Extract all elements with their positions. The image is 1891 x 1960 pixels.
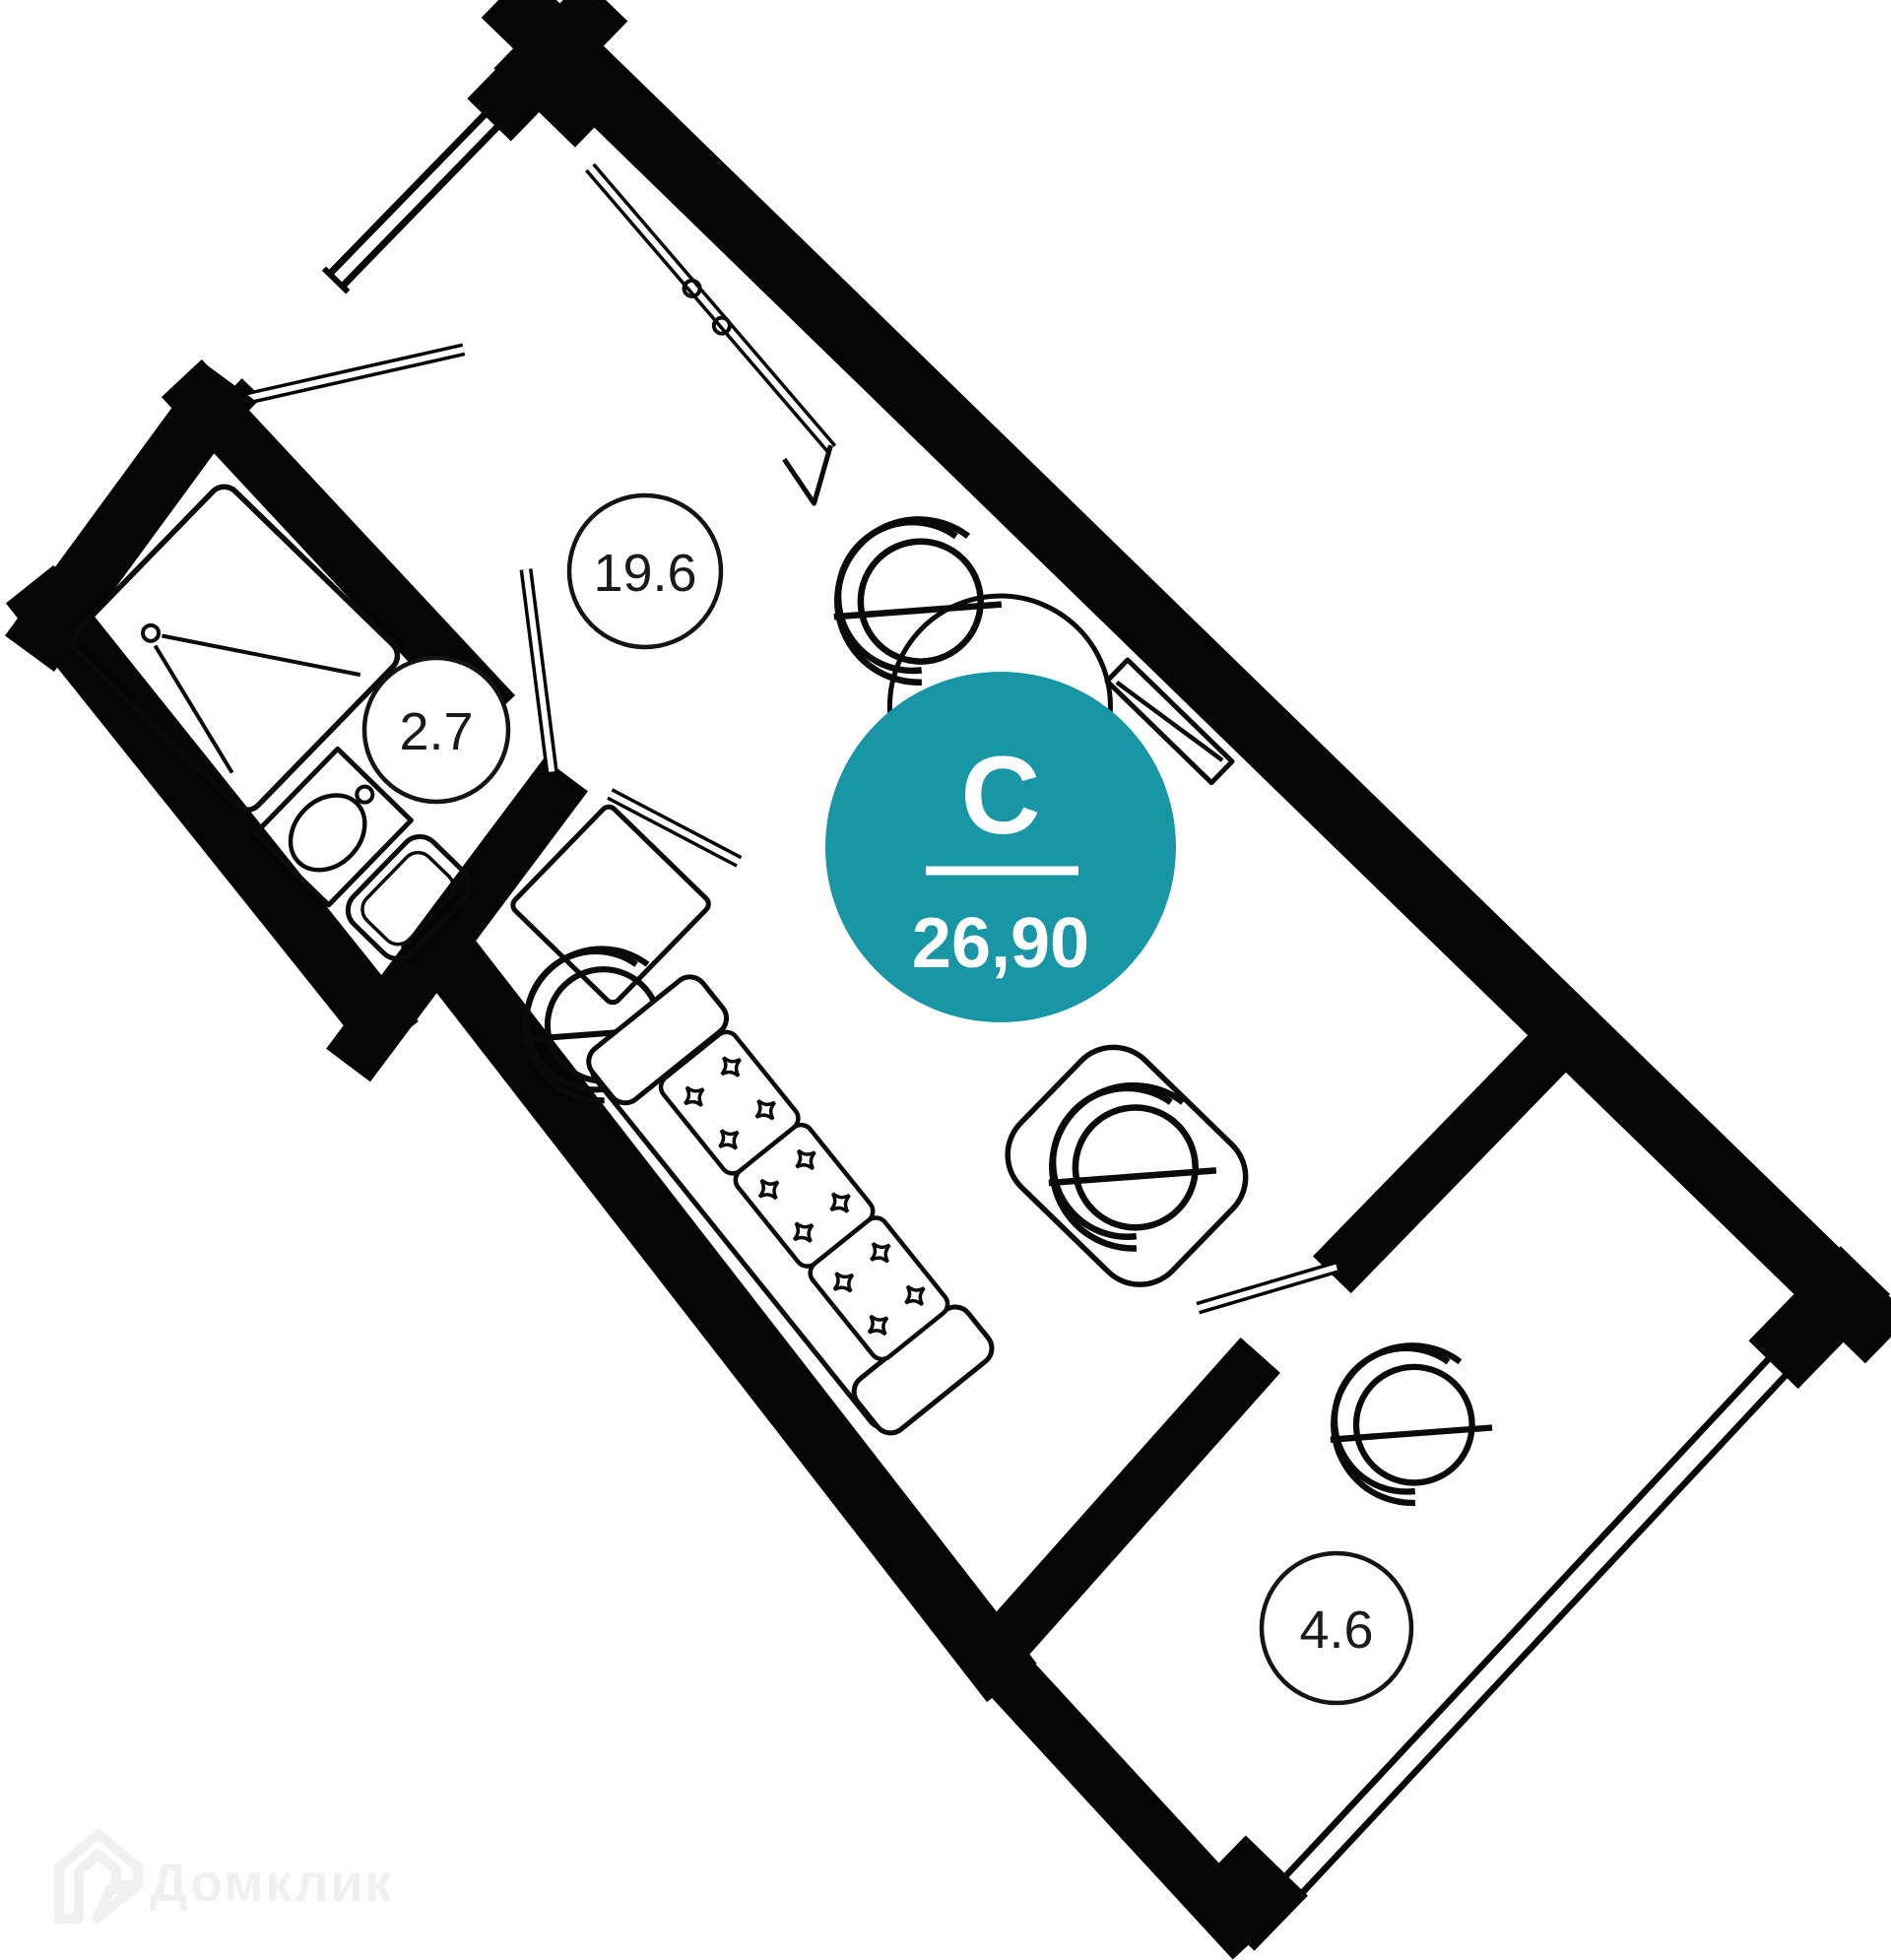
wall-balcony-partition-top: [1312, 1012, 1589, 1294]
bathroom-door: [519, 568, 558, 773]
house-icon: [54, 1829, 143, 1924]
chair-icon: [1018, 1052, 1234, 1269]
wall-balcony-partition-bottom: [965, 1337, 1280, 1681]
square-table: [1005, 1044, 1249, 1287]
shower: [71, 484, 401, 813]
balcony-door: [1196, 1261, 1339, 1315]
toilet: [345, 834, 472, 961]
balcony-chair-icon: [1301, 1313, 1510, 1522]
apartment-badge: С 26,90: [825, 672, 1176, 1022]
wall-bathroom-left: [5, 362, 254, 672]
wall-entry: [161, 359, 516, 734]
chair-icon: [804, 486, 1019, 702]
wall-bathroom-bottom: [5, 564, 419, 1060]
watermark-brand: Домклик: [150, 1854, 394, 1913]
balcony-glazing: [1281, 1308, 1834, 1900]
entry-door: [234, 343, 466, 408]
domklik-watermark: Домклик: [54, 1829, 394, 1924]
sofa-cushion: [808, 1215, 950, 1362]
handle-icon: [711, 315, 732, 336]
cabinet: [510, 788, 743, 1006]
room-label-living: 19.6: [566, 492, 724, 650]
room-area-label: 19.6: [593, 544, 696, 603]
tap-icon: [355, 784, 375, 805]
drain-icon: [141, 622, 162, 643]
balcony-corner-pillar: [1192, 1835, 1308, 1951]
room-area-label: 2.7: [399, 702, 473, 761]
wall-room-bottom: [400, 907, 1037, 1703]
wall-top-right: [481, 0, 1891, 1364]
room-label-bathroom: 2.7: [361, 655, 511, 805]
wardrobe-sliding-screen: [585, 163, 837, 506]
apartment-area-value: 26,90: [912, 904, 1089, 983]
room-label-balcony: 4.6: [1259, 1550, 1414, 1706]
balcony-corner-block: [1748, 1246, 1891, 1390]
badge-circle: [825, 672, 1176, 1022]
tv-console: [1104, 657, 1235, 786]
window: [321, 84, 528, 294]
sink: [252, 746, 414, 908]
wall-balcony-bottom: [951, 1617, 1273, 1960]
apartment-type-label: С: [961, 734, 1041, 857]
sofa: [586, 974, 995, 1436]
wall-end-top: [467, 0, 628, 142]
room-area-label: 4.6: [1299, 1601, 1373, 1660]
handle-icon: [682, 278, 702, 298]
